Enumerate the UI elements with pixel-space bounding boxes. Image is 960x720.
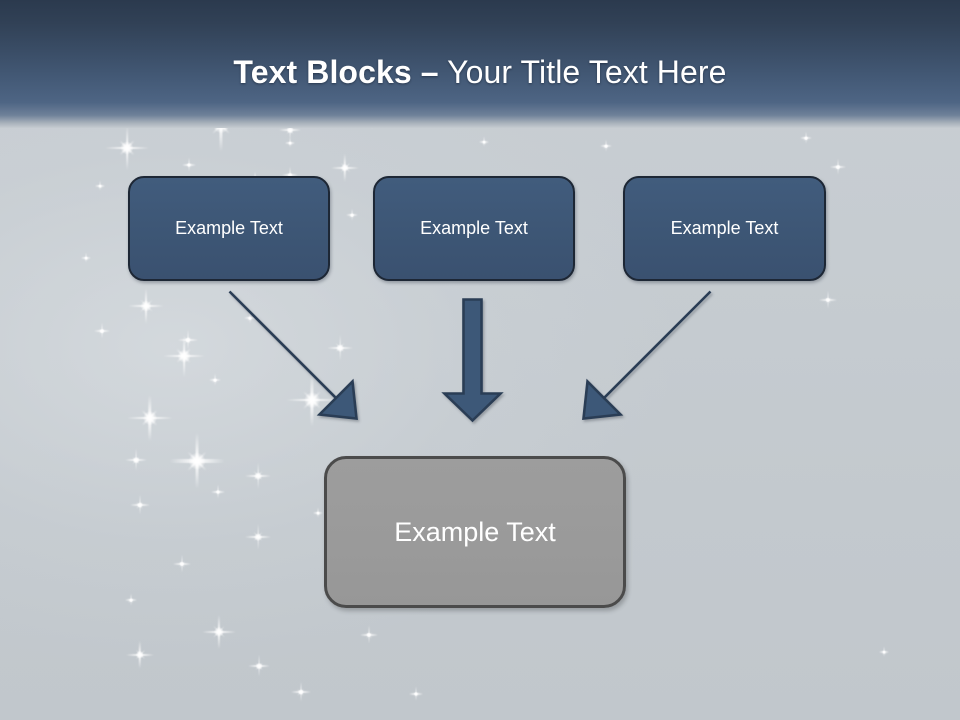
title-band-gradient (0, 0, 960, 128)
text-block-result[interactable]: Example Text (324, 456, 626, 608)
page-title-regular: Your Title Text Here (438, 54, 727, 90)
text-block-3-label: Example Text (670, 218, 779, 238)
text-block-1-label: Example Text (175, 218, 283, 238)
title-band (0, 0, 960, 128)
page-title-bold: Text Blocks – (233, 54, 439, 90)
text-block-1[interactable]: Example Text (128, 176, 330, 281)
text-block-2-label: Example Text (420, 218, 528, 238)
text-block-result-label: Example Text (394, 516, 556, 547)
page-title: Text Blocks – Your Title Text Here (0, 52, 960, 92)
text-block-3[interactable]: Example Text (623, 176, 826, 281)
text-block-2[interactable]: Example Text (373, 176, 575, 281)
